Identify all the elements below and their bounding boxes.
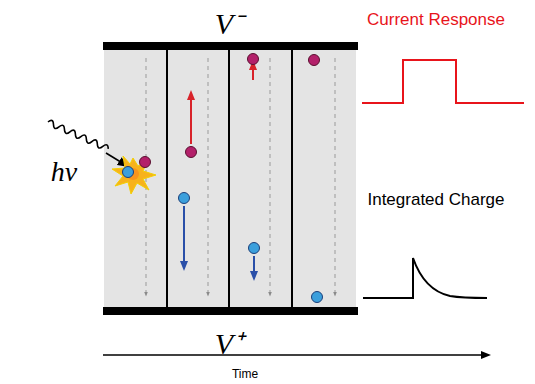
electrode-label: V⁺ bbox=[215, 322, 243, 363]
charge-trace bbox=[363, 258, 487, 298]
hole bbox=[140, 157, 151, 168]
hole bbox=[248, 54, 259, 65]
trace-title: Integrated Charge bbox=[367, 190, 504, 210]
axis-label: Time bbox=[232, 367, 258, 381]
current-trace bbox=[362, 60, 524, 103]
photon-wave bbox=[47, 119, 110, 151]
hole bbox=[309, 55, 320, 66]
drift-guides bbox=[146, 58, 335, 294]
electron-drift-arrow bbox=[253, 256, 255, 276]
hole-drift-arrow bbox=[252, 65, 254, 80]
hole-drift-arrow bbox=[190, 95, 192, 144]
anode-bar bbox=[103, 307, 358, 315]
interaction-burst bbox=[112, 156, 156, 194]
cathode-bar bbox=[103, 42, 358, 50]
time-arrow bbox=[103, 354, 486, 356]
panel-divider bbox=[166, 49, 168, 308]
electrode-label: V⁻ bbox=[215, 2, 243, 43]
photon-label: hν bbox=[51, 156, 77, 188]
panel-divider bbox=[291, 49, 293, 308]
electron bbox=[179, 193, 190, 204]
electron bbox=[312, 292, 323, 303]
panel-divider bbox=[228, 49, 230, 308]
electron bbox=[249, 243, 260, 254]
hole bbox=[186, 147, 197, 158]
detector-bulk bbox=[104, 49, 356, 308]
electron-drift-arrow bbox=[183, 206, 185, 266]
trace-title: Current Response bbox=[367, 10, 505, 30]
photon-arrow bbox=[106, 153, 124, 164]
electron bbox=[123, 167, 134, 178]
